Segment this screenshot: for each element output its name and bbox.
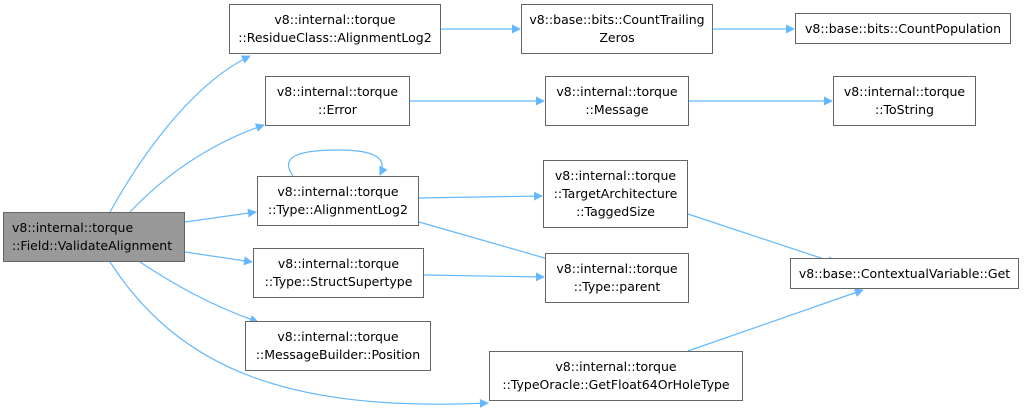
node-type-alignmentlog2[interactable]: v8::internal::torque ::Type::AlignmentLo… (257, 176, 419, 226)
node-counttrailingzeros[interactable]: v8::base::bits::CountTrailing Zeros (521, 4, 713, 54)
node-targetarchitecture-taggedsize[interactable]: v8::internal::torque ::TargetArchitectur… (543, 160, 688, 228)
node-messagebuilder-position[interactable]: v8::internal::torque ::MessageBuilder::P… (245, 321, 431, 371)
node-line: ::Type::AlignmentLog2 (268, 202, 408, 217)
node-line: v8::internal::torque (556, 84, 678, 99)
node-line: v8::internal::torque (277, 184, 399, 199)
node-line: ::TaggedSize (576, 204, 655, 219)
node-line: ::ToString (875, 102, 934, 117)
node-line: v8::base::ContextualVariable::Get (798, 265, 1011, 281)
node-line: ::MessageBuilder::Position (255, 347, 421, 362)
node-line: v8::base::bits::CountTrailing (529, 12, 705, 27)
node-line: v8::internal::torque (556, 261, 678, 276)
node-message[interactable]: v8::internal::torque ::Message (545, 76, 689, 126)
node-type-parent[interactable]: v8::internal::torque ::Type::parent (545, 253, 689, 303)
node-line: v8::internal::torque (843, 84, 966, 99)
node-line: v8::internal::torque (277, 256, 400, 271)
node-line: v8::internal::torque (274, 12, 396, 27)
node-field-validatealignment: v8::internal::torque ::Field::ValidateAl… (3, 212, 185, 262)
node-line: v8::internal::torque (555, 359, 677, 374)
edge-n0-n13 (109, 261, 489, 408)
node-line: ::ResidueClass::AlignmentLog2 (238, 30, 432, 45)
node-line: ::Error (318, 102, 357, 117)
node-line: Zeros (599, 30, 635, 45)
node-line: ::Message (585, 102, 649, 117)
node-line: ::Field::ValidateAlignment (12, 238, 173, 253)
node-error[interactable]: v8::internal::torque ::Error (265, 76, 410, 126)
node-line: v8::internal::torque (554, 168, 677, 183)
node-line: v8::internal::torque (12, 220, 134, 235)
node-countpopulation[interactable]: v8::base::bits::CountPopulation (795, 13, 1011, 44)
node-line: ::Type::parent (573, 279, 661, 294)
node-type-structsupertype[interactable]: v8::internal::torque ::Type::StructSuper… (253, 248, 424, 298)
edge-n7-n7 (287, 149, 388, 177)
edge-n10-n11 (423, 272, 545, 282)
node-line: ::TargetArchitecture (553, 186, 678, 201)
node-line: v8::base::bits::CountPopulation (804, 20, 1002, 36)
node-contextualvariable-get[interactable]: v8::base::ContextualVariable::Get (790, 258, 1019, 289)
node-typeoracle-getfloat64orholetype[interactable]: v8::internal::torque ::TypeOracle::GetFl… (489, 351, 743, 401)
edge-n0-n4 (129, 123, 265, 213)
node-line: v8::internal::torque (276, 84, 399, 99)
edge-n7-n11 (418, 221, 556, 264)
node-tostring[interactable]: v8::internal::torque ::ToString (833, 76, 976, 126)
node-residueclass-alignmentlog2[interactable]: v8::internal::torque ::ResidueClass::Ali… (229, 4, 441, 54)
edge-n7-n8 (418, 191, 543, 201)
node-line: ::Type::StructSupertype (264, 274, 413, 289)
edge-n13-n9 (687, 288, 864, 352)
node-line: v8::internal::torque (277, 329, 399, 344)
edge-n0-n10 (184, 251, 253, 266)
edge-n0-n7 (184, 208, 257, 223)
edge-n0-n12 (139, 261, 259, 324)
node-line: ::TypeOracle::GetFloat64OrHoleType (502, 377, 730, 392)
edge-n0-n1 (109, 55, 251, 213)
edge-n8-n9 (687, 213, 837, 265)
